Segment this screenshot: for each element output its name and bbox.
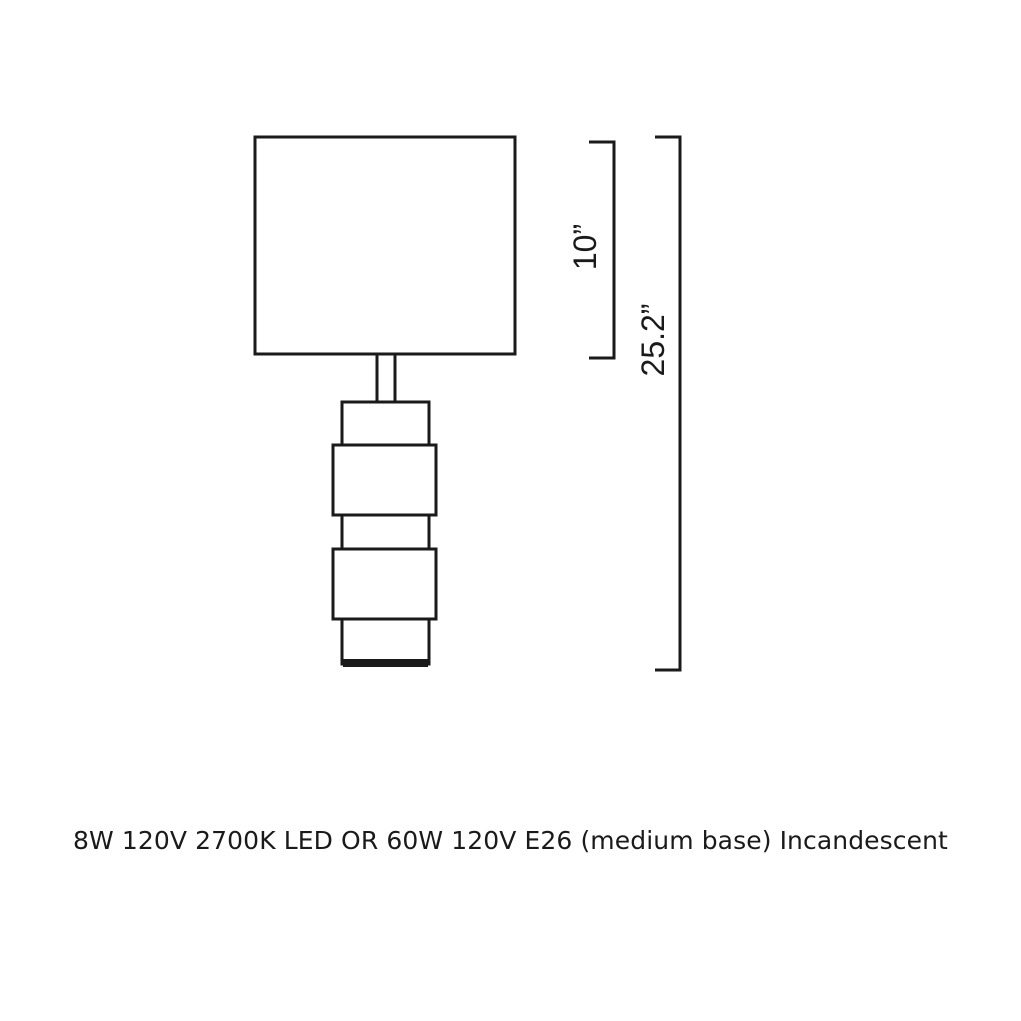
- base-middle-collar: [340, 513, 431, 551]
- overall-height-label: 25.2”: [635, 304, 671, 377]
- base-upper-ring: [331, 443, 438, 517]
- overall-height-bracket: [655, 135, 682, 672]
- base-bottom-collar: [340, 617, 431, 666]
- bulb-specification: 8W 120V 2700K LED OR 60W 120V E26 (mediu…: [73, 826, 948, 855]
- base-top-collar: [340, 400, 431, 447]
- base-foot: [343, 659, 428, 667]
- lamp-stem: [375, 352, 397, 404]
- lamp-shade: [253, 135, 517, 356]
- shade-height-bracket: [589, 140, 616, 360]
- base-lower-ring: [331, 547, 438, 621]
- shade-height-label: 10”: [567, 224, 603, 270]
